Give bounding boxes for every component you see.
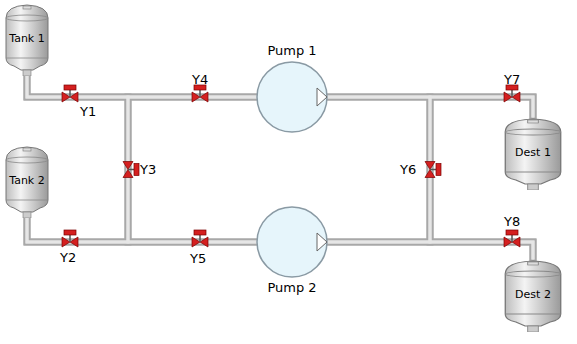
pump-label: Pump 1: [247, 42, 337, 60]
valve-label: Y4: [192, 72, 208, 87]
pipe-core: [327, 97, 533, 242]
pump-symbol: [255, 205, 329, 279]
valve-label: Y3: [140, 162, 156, 177]
valve-label: Y6: [400, 162, 416, 177]
pump-symbol: [255, 60, 329, 134]
valve-symbol: [62, 230, 78, 247]
pipe-core: [27, 76, 257, 97]
tank-label: Dest 2: [500, 288, 566, 301]
valve-symbol: [123, 162, 139, 178]
valve-symbol: [62, 85, 78, 102]
valve-label: Y1: [80, 104, 96, 119]
valve-symbol: [192, 85, 208, 102]
pipe-core: [27, 218, 257, 242]
valve-symbol: [504, 85, 520, 102]
tank-label: Tank 2: [2, 174, 52, 187]
pipe: [27, 218, 257, 242]
pipe: [327, 97, 533, 258]
valve-label: Y8: [504, 214, 520, 229]
pump: Pump 2: [247, 205, 337, 297]
tank: Dest 2: [500, 258, 566, 332]
pump: Pump 1: [247, 42, 337, 134]
pipe: [327, 97, 533, 242]
pipe-core: [327, 242, 533, 258]
pump-label: Pump 2: [247, 279, 337, 297]
tank: Tank 1: [2, 2, 52, 76]
tank: Tank 2: [2, 144, 52, 218]
tank: Dest 1: [500, 116, 566, 190]
valve-symbol: [425, 162, 441, 178]
pipe-core: [327, 97, 533, 258]
pipe: [27, 97, 257, 242]
valve-symbol: [192, 230, 208, 247]
pipe: [327, 242, 533, 258]
valve-label: Y7: [504, 72, 520, 87]
pipe-core: [27, 97, 257, 242]
pipe-core: [27, 76, 257, 242]
tank-label: Tank 1: [2, 32, 52, 45]
pipe: [27, 76, 257, 242]
valve-label: Y2: [60, 250, 76, 265]
tank-label: Dest 1: [500, 146, 566, 159]
valve-symbol: [504, 230, 520, 247]
valve-label: Y5: [190, 251, 206, 266]
